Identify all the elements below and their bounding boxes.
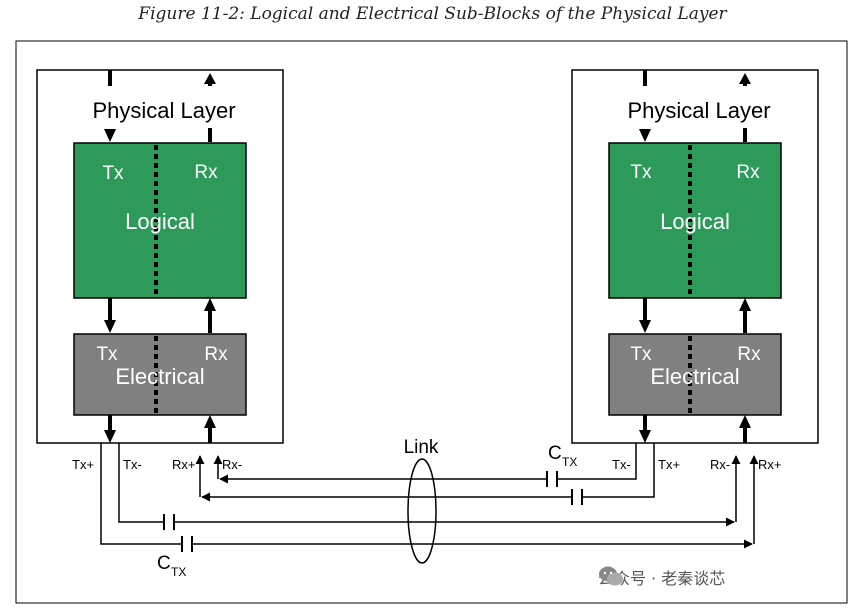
link-ellipse (407, 458, 437, 564)
right-arrow-into-electrical (639, 320, 651, 333)
right-pin-rx-plus: Rx+ (758, 457, 781, 472)
figure-frame (15, 40, 848, 604)
capacitors (163, 471, 583, 552)
left-logical-label: Logical (125, 209, 195, 234)
left-physical-layer-title: Physical Layer (92, 98, 235, 123)
cap-bottom-label-main: C (157, 553, 171, 574)
left-logical-block (73, 142, 247, 299)
right-arrow-into-logical-up (739, 298, 751, 311)
right-electrical-label: Electrical (650, 364, 739, 389)
right-pin-rx-minus: Rx- (710, 457, 730, 472)
left-tx-out-arrow (104, 430, 116, 443)
left-electrical-tx-label: Tx (96, 344, 118, 365)
right-arrow-into-logical (639, 129, 651, 142)
left-arrow-into-logical-up (204, 298, 216, 311)
left-device: Physical Layer Tx Rx Logical Tx Rx Elect… (36, 69, 284, 444)
left-electrical-block (73, 333, 247, 416)
left-pin-tx-minus: Tx- (123, 457, 142, 472)
link-wires (100, 443, 759, 549)
right-tx-out-arrow (639, 430, 651, 443)
left-arrow-into-logical (104, 129, 116, 142)
right-pin-tx-minus: Tx- (612, 457, 631, 472)
wire-left-txp-a (100, 443, 182, 545)
wire-left-txm-a (118, 443, 164, 523)
left-pin-rx-plus: Rx+ (172, 457, 195, 472)
right-logical-tx-label: Tx (630, 162, 652, 183)
right-pin-tx-plus: Tx+ (658, 457, 680, 472)
left-electrical-label: Electrical (115, 364, 204, 389)
cap-top-label-sub: TX (562, 455, 577, 469)
left-arrow-into-electrical (104, 320, 116, 333)
wire-right-txm-a (557, 443, 637, 480)
cap-top-label-main: C (548, 443, 562, 464)
right-electrical-tx-label: Tx (630, 344, 652, 365)
right-top-arrow-up (739, 73, 751, 84)
right-physical-layer-title: Physical Layer (627, 98, 770, 123)
right-rx-in-arrow (739, 415, 751, 428)
wire-right-txp-a (582, 443, 655, 498)
cap-bottom-label-sub: TX (171, 565, 186, 579)
right-device: Physical Layer Tx Rx Logical Tx Rx Elect… (571, 69, 819, 444)
watermark: 公众号 · 老秦谈芯 (598, 565, 725, 589)
left-rx-in-arrow (204, 415, 216, 428)
right-electrical-block (608, 333, 782, 416)
left-logical-rx-label: Rx (194, 162, 218, 183)
link-label: Link (404, 437, 439, 458)
right-electrical-rx-label: Rx (737, 344, 761, 365)
wechat-icon (599, 566, 623, 586)
left-electrical-rx-label: Rx (204, 344, 228, 365)
left-logical-tx-label: Tx (102, 163, 124, 184)
left-pin-rx-minus: Rx- (222, 457, 242, 472)
left-top-arrow-up (204, 73, 216, 84)
watermark-text: 公众号 · 老秦谈芯 (598, 569, 726, 588)
right-logical-block (608, 142, 782, 299)
figure-caption: Figure 11-2: Logical and Electrical Sub-… (138, 4, 727, 24)
right-logical-label: Logical (660, 209, 730, 234)
right-logical-rx-label: Rx (736, 162, 760, 183)
left-pin-tx-plus: Tx+ (72, 457, 94, 472)
